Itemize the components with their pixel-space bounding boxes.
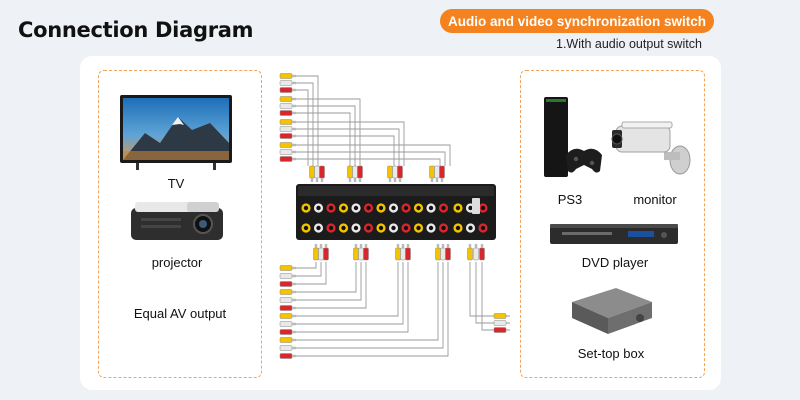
projector-image	[131, 202, 223, 240]
av-switch-box	[296, 184, 496, 240]
tv-label: TV	[167, 176, 185, 191]
dvd-player-image	[550, 224, 678, 244]
projector-label: projector	[151, 255, 203, 270]
output-devices-box	[98, 70, 262, 378]
monitor-camera-image	[611, 121, 691, 175]
settop-label: Set-top box	[577, 346, 645, 361]
rca-plugs	[279, 73, 507, 359]
dvd-label: DVD player	[581, 255, 649, 270]
subtitle: 1.With audio output switch	[556, 37, 702, 51]
ps3-label: PS3	[557, 192, 583, 207]
product-badge: Audio and video synchronization switch	[440, 9, 714, 33]
tv-image	[120, 95, 232, 170]
set-top-box-image	[572, 288, 652, 334]
ps3-image	[544, 97, 602, 177]
monitor-label: monitor	[633, 192, 677, 207]
input-devices-box	[520, 70, 705, 378]
equal-av-label: Equal AV output	[133, 306, 227, 321]
page-title: Connection Diagram	[18, 18, 254, 42]
